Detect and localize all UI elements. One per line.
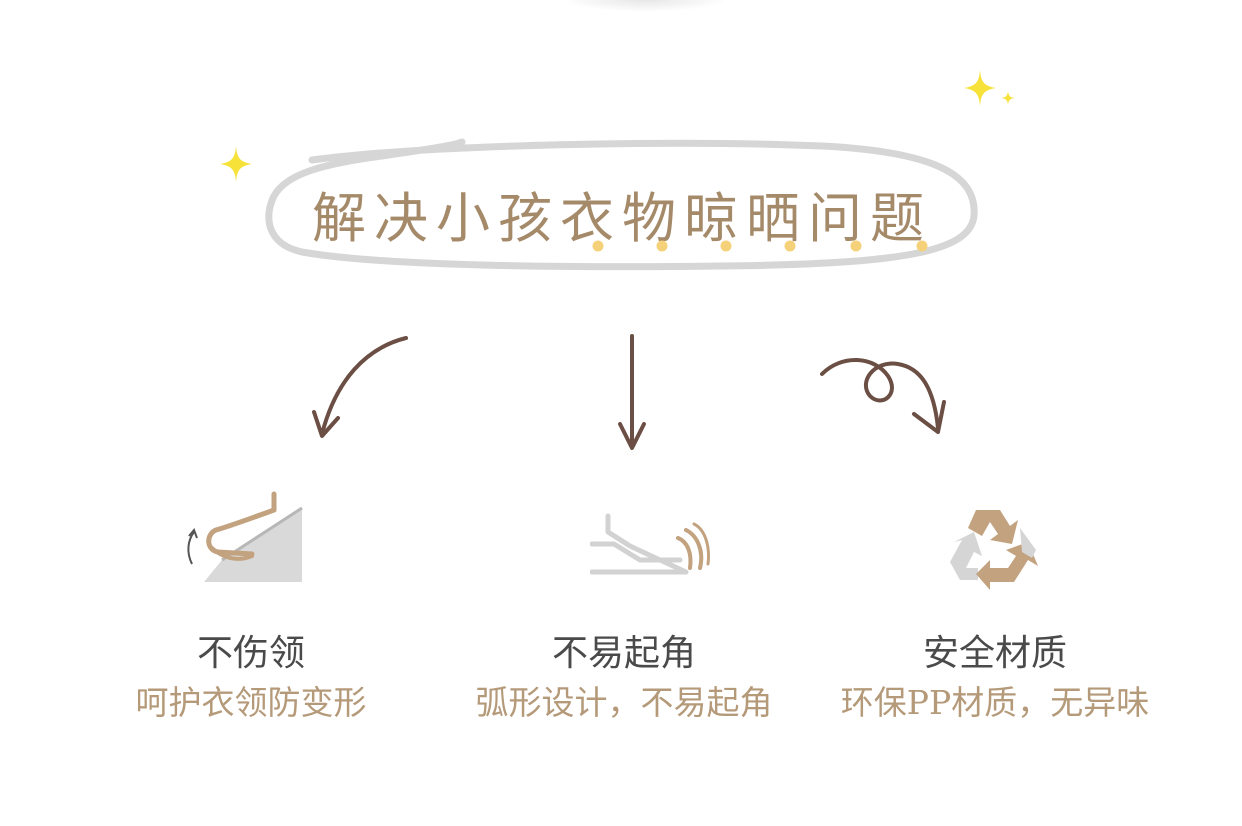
- feature-no-corner-lifting: 不易起角 弧形设计，不易起角: [434, 624, 814, 734]
- hanger-collar-icon: [187, 491, 303, 582]
- feature-subtitle: 呵护衣领防变形: [135, 683, 367, 722]
- feature-title: 安全材质: [922, 633, 1067, 674]
- curved-hanger-icon: [590, 513, 710, 575]
- feature-subtitle: 环保PP材质，无异味: [840, 683, 1150, 722]
- page-title: 解决小孩衣物晾晒问题: [312, 187, 932, 250]
- title-oval-scribble: [265, 138, 978, 271]
- recycle-icon: [950, 510, 1038, 590]
- top-shadow: [560, 0, 730, 12]
- title-dots: [592, 240, 928, 252]
- feature-title: 不易起角: [551, 633, 696, 674]
- feature-safe-material: 安全材质 环保PP材质，无异味: [805, 624, 1185, 734]
- straight-arrow-icon-center: [618, 334, 646, 450]
- feature-subtitle: 弧形设计，不易起角: [475, 683, 773, 722]
- sparkle-icon-right: [964, 70, 996, 106]
- loop-arrow-icon-right: [820, 358, 946, 434]
- title-banner: 解决小孩衣物晾晒问题: [262, 130, 982, 280]
- sparkle-icon-small: [1001, 91, 1015, 105]
- sparkle-icon-left: [220, 146, 252, 182]
- feature-no-collar-damage: 不伤领 呵护衣领防变形: [61, 624, 441, 734]
- feature-title: 不伤领: [196, 633, 305, 674]
- curved-arrow-icon-left: [312, 336, 408, 438]
